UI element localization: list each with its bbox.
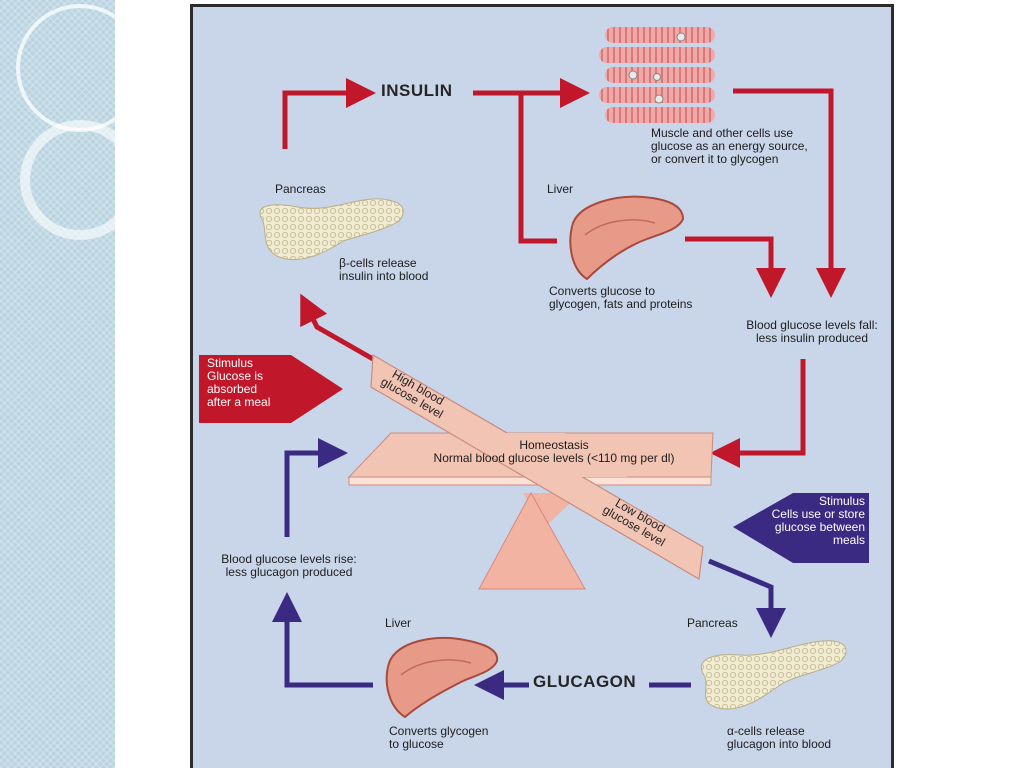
muscle-cells-graphic bbox=[599, 27, 715, 123]
arrow-fall-to-homeostasis bbox=[710, 359, 806, 468]
beta-cells-description: β-cells release insulin into blood bbox=[339, 256, 429, 283]
arrow-muscle-to-fall bbox=[733, 88, 846, 298]
arrow-insulin-to-liver bbox=[518, 93, 557, 244]
pancreas-top-graphic bbox=[259, 198, 404, 261]
seesaw-ramp-overlap bbox=[465, 433, 627, 477]
arrow-rise-to-homeostasis bbox=[284, 438, 348, 537]
arrow-liver-to-fall bbox=[685, 236, 786, 298]
liver-top-graphic bbox=[569, 195, 685, 281]
decorative-side-panel bbox=[0, 0, 115, 768]
liver-bottom-graphic bbox=[385, 636, 499, 719]
arrow-liver-to-rise bbox=[272, 592, 373, 688]
liver-bottom-label: Liver bbox=[385, 616, 412, 630]
muscle-cells-description: Muscle and other cells use glucose as an… bbox=[651, 126, 808, 166]
glucose-fall-description: Blood glucose levels fall: less insulin … bbox=[746, 318, 878, 345]
decorative-circles bbox=[16, 4, 115, 240]
arrow-high-to-pancreas bbox=[300, 293, 375, 362]
glucagon-label: GLUCAGON bbox=[533, 672, 637, 691]
liver-bottom-description: Converts glycogen to glucose bbox=[389, 724, 489, 751]
alpha-cells-description: α-cells release glucagon into blood bbox=[727, 724, 832, 751]
pancreas-bottom-label: Pancreas bbox=[687, 616, 738, 630]
stimulus-cells-banner bbox=[733, 493, 869, 563]
pancreas-top-label: Pancreas bbox=[275, 182, 326, 196]
insulin-label: INSULIN bbox=[381, 81, 453, 100]
diagram-graphics bbox=[199, 27, 869, 719]
seesaw-fulcrum-shape bbox=[478, 491, 586, 590]
stimulus-cells-text: Stimulus Cells use or store glucose betw… bbox=[771, 494, 865, 547]
pancreas-bottom-graphic bbox=[700, 640, 847, 710]
arrow-low-to-pancreas bbox=[708, 558, 786, 638]
liver-top-description: Converts glucose to glycogen, fats and p… bbox=[549, 284, 693, 311]
liver-top-label: Liver bbox=[547, 182, 574, 196]
glucose-homeostasis-diagram: INSULIN Muscle and other cells use gluco… bbox=[190, 4, 894, 768]
stimulus-meal-text: Stimulus Glucose is absorbed after a mea… bbox=[207, 356, 271, 409]
glucose-rise-description: Blood glucose levels rise: less glucagon… bbox=[221, 552, 357, 579]
stimulus-meal-banner bbox=[199, 355, 343, 423]
homeostasis-label: Homeostasis Normal blood glucose levels … bbox=[433, 438, 675, 465]
arrow-pancreas-to-insulin bbox=[282, 78, 376, 149]
